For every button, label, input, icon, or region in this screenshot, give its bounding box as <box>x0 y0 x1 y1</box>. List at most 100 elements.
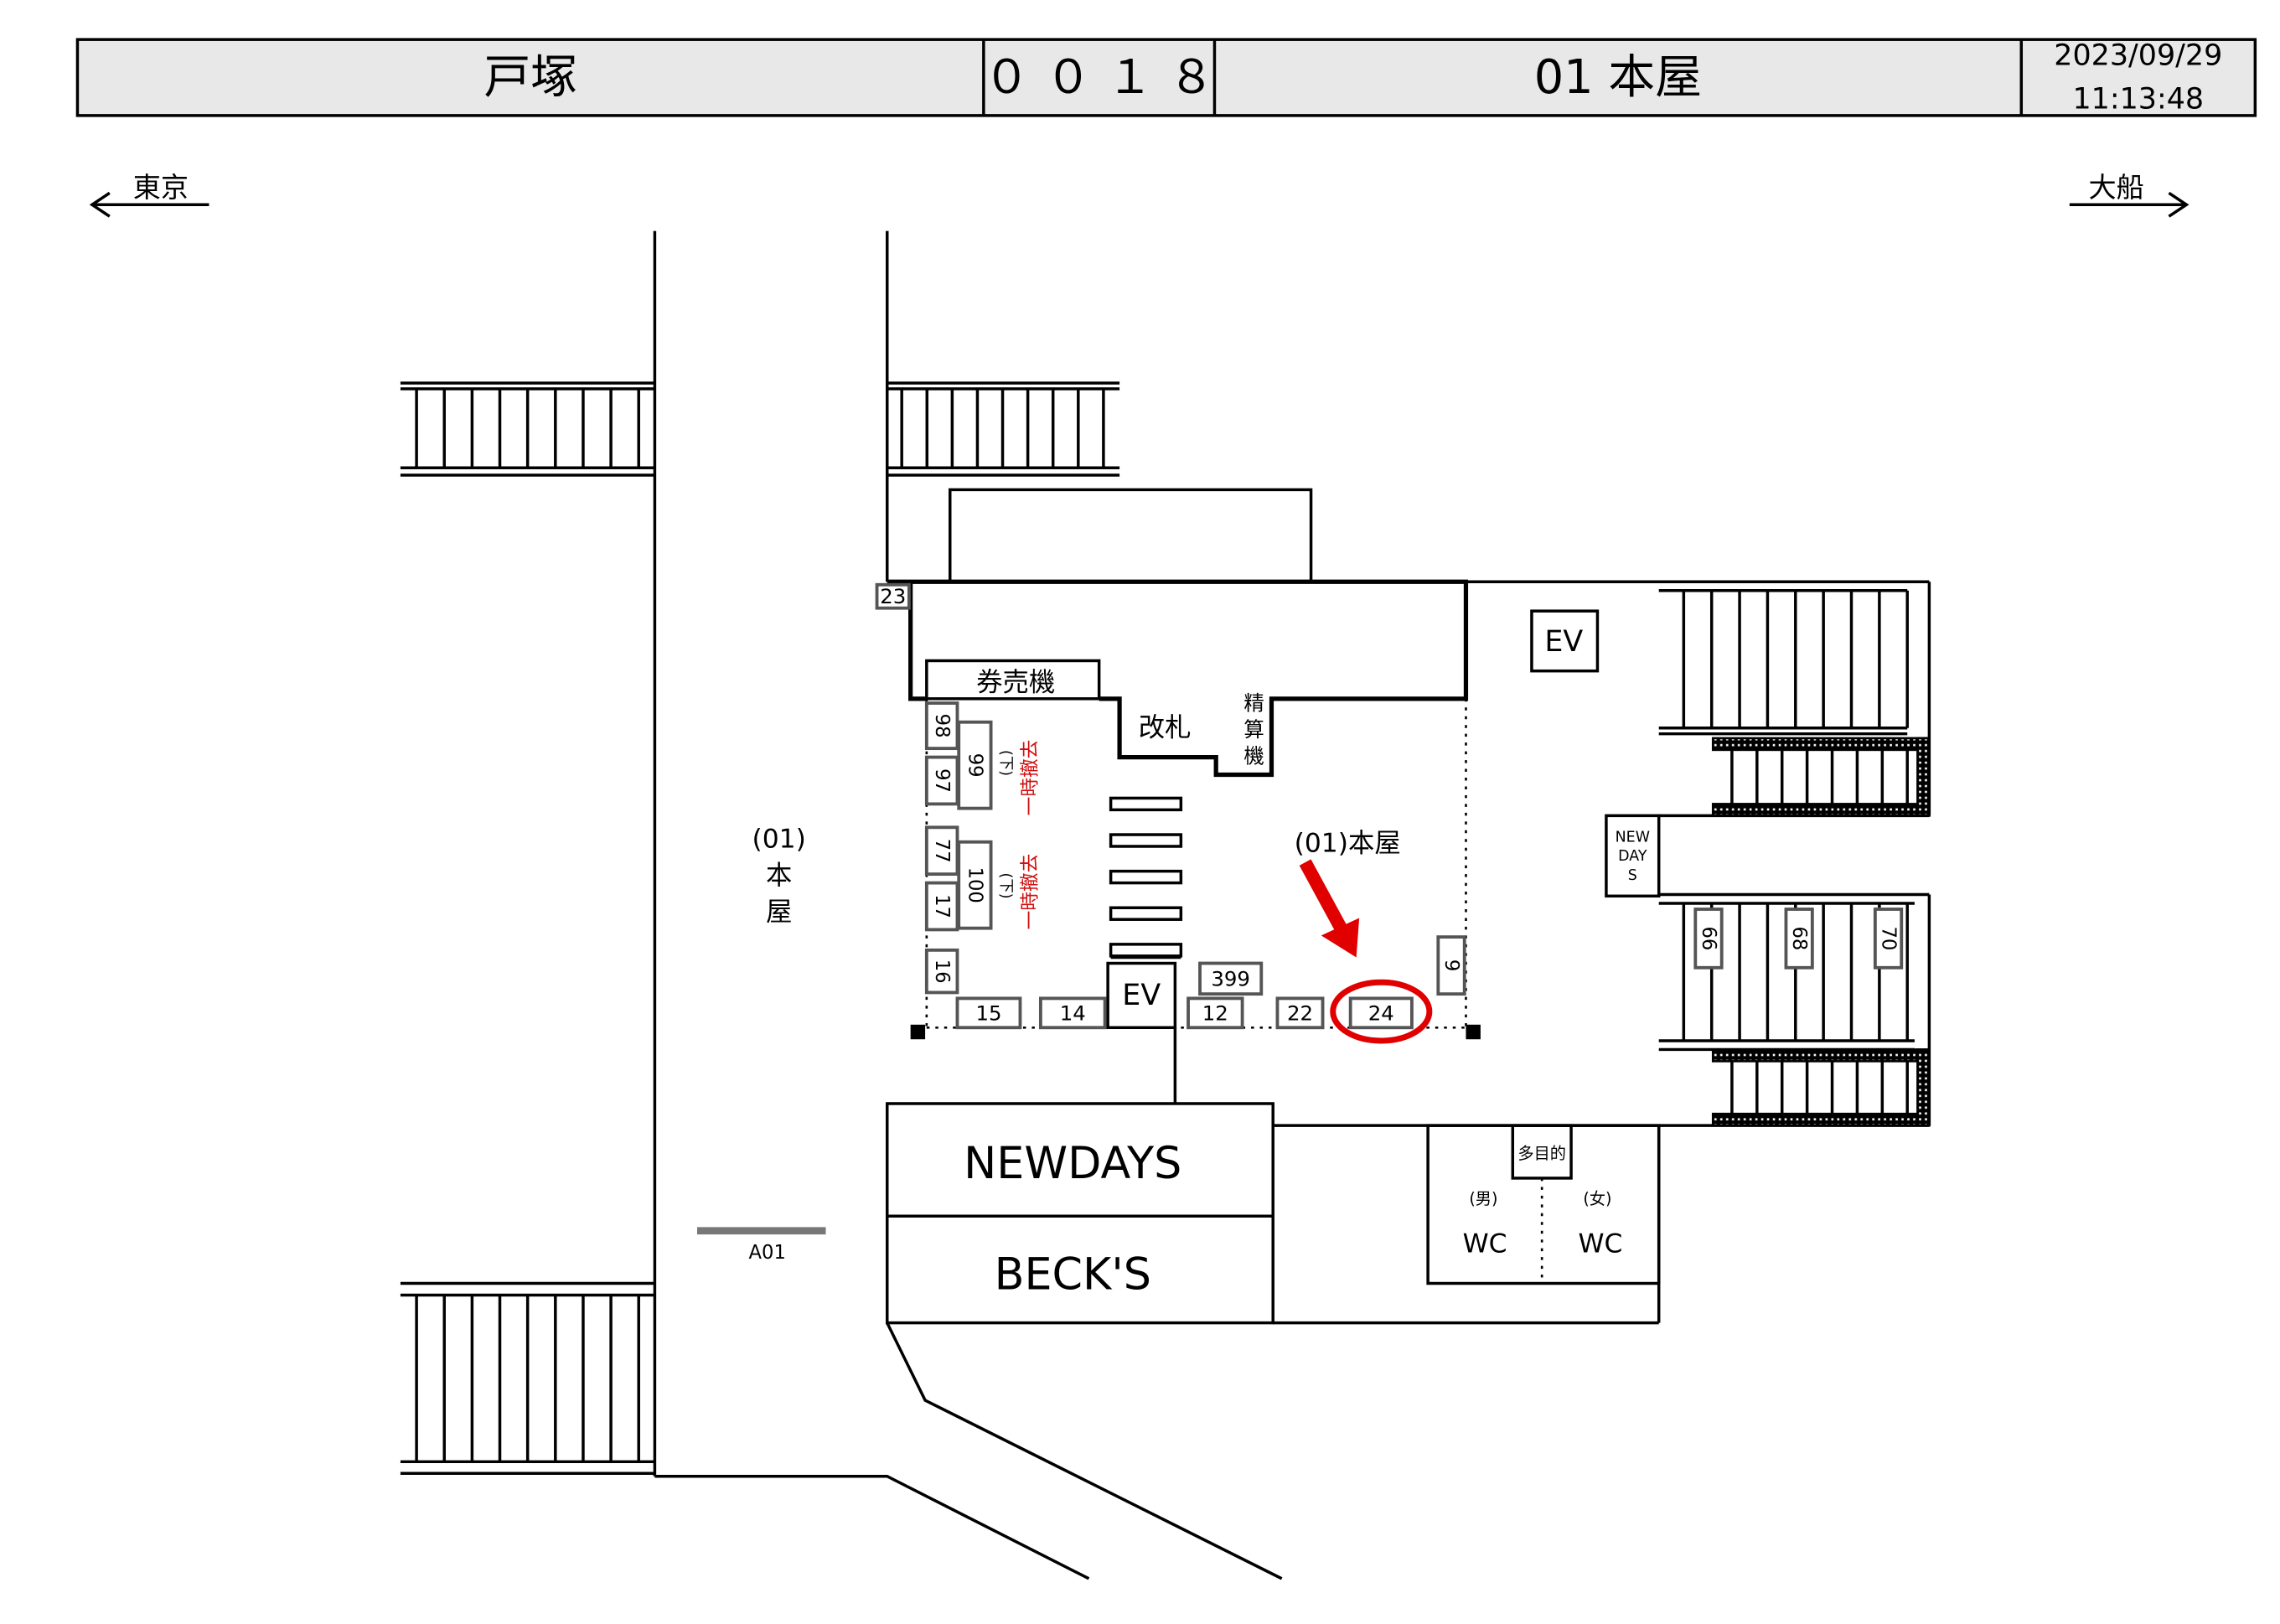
header-bar: 戸塚 ０ ０ １ ８ 01 本屋 2023/09/29 11:13:48 <box>75 38 2257 117</box>
ad-board-99[interactable]: 99 <box>957 720 993 810</box>
shop-becks: BECK'S <box>995 1249 1151 1301</box>
ad-board-frame <box>1693 908 1724 970</box>
ad-board-399[interactable]: 399 <box>1198 961 1264 996</box>
ad-board-label: 12 <box>1202 1001 1228 1025</box>
kiosk-label: S <box>1628 867 1637 884</box>
pillar-marker <box>1466 1024 1481 1040</box>
fare-adjust-label: 算 <box>1243 717 1264 742</box>
ad-board-9[interactable]: 9 <box>1436 935 1466 996</box>
ad-board-frame <box>957 840 993 930</box>
wc-women-tag: (女) <box>1583 1189 1611 1208</box>
direction-right: 大船 <box>2069 171 2190 218</box>
ad-board-23[interactable]: 23 <box>875 582 911 610</box>
staircase <box>400 1281 655 1476</box>
ad-board-label: 15 <box>975 1001 1001 1025</box>
kiosk-label: NEW <box>1616 830 1650 846</box>
ad-board-label: 24 <box>1368 1001 1394 1025</box>
building-label: (01)本屋 <box>1295 829 1401 859</box>
ad-board-77[interactable]: 77 <box>924 825 959 877</box>
building-vertical-label: 本 <box>766 861 792 891</box>
ad-board-frame <box>955 996 1022 1030</box>
tactile-paving <box>1711 1048 1931 1063</box>
platform-marker-label: A01 <box>749 1242 786 1264</box>
arrow-right-icon <box>2168 191 2190 218</box>
ad-board-label: 99 <box>964 753 985 778</box>
ad-board-label: 9 <box>1440 959 1462 971</box>
highlight-circle <box>1330 979 1433 1044</box>
kiosk-label: DAY <box>1618 848 1647 865</box>
ad-board-frame <box>1198 961 1264 996</box>
shop-block: NEWDAYS BECK'S <box>886 1102 1274 1325</box>
ad-board-16[interactable]: 16 <box>924 948 959 995</box>
ad-board-label: 22 <box>1287 1001 1313 1025</box>
benches <box>1109 796 1183 958</box>
ad-board-17[interactable]: 17 <box>924 881 959 932</box>
elevator-main <box>1106 961 1177 1030</box>
ad-board-frame <box>1784 908 1814 970</box>
ad-board-24[interactable]: 24 <box>1348 996 1414 1030</box>
direction-right-label: 大船 <box>2089 171 2144 204</box>
ticket-machine <box>925 659 1101 701</box>
removed-note: 一時撤去 <box>1020 854 1042 930</box>
tactile-paving <box>1711 1112 1931 1127</box>
tactile-paving <box>1916 1048 1931 1127</box>
newdays-kiosk <box>1605 814 1661 898</box>
tactile-paving <box>1916 737 1931 817</box>
staircase <box>887 381 1120 477</box>
ad-board-100[interactable]: 100 <box>957 840 993 930</box>
highlight-arrowhead-icon <box>1321 918 1360 958</box>
ad-board-frame <box>1038 996 1107 1030</box>
ad-board-label: 17 <box>931 894 953 918</box>
stairs <box>400 381 1931 1476</box>
staircase <box>1730 748 1909 804</box>
station-code: ０ ０ １ ８ <box>983 50 1214 105</box>
ad-board-label: 399 <box>1211 966 1250 990</box>
ad-board-label: 66 <box>1698 926 1719 950</box>
ad-board-15[interactable]: 15 <box>955 996 1022 1030</box>
pillar-marker <box>910 1024 926 1040</box>
staircase <box>1730 1061 1909 1115</box>
ticket-machine-label: 券売機 <box>976 668 1055 698</box>
ad-board-98[interactable]: 98 <box>924 701 959 751</box>
shop-newdays: NEWDAYS <box>964 1138 1181 1189</box>
ad-board-66[interactable]: 66 <box>1693 908 1724 970</box>
ad-board-frame <box>1275 996 1325 1030</box>
ad-board-label: 16 <box>931 959 953 984</box>
bench <box>1109 869 1183 885</box>
gate-label: 改札 <box>1139 713 1192 743</box>
ad-board-label: 97 <box>931 768 953 793</box>
ad-board-label: 77 <box>931 839 953 863</box>
direction-left-label: 東京 <box>133 171 189 204</box>
direction-left: 東京 <box>89 171 209 218</box>
ad-board-12[interactable]: 12 <box>1187 996 1244 1030</box>
ad-board-97[interactable]: 97 <box>924 755 959 806</box>
ad-board-22[interactable]: 22 <box>1275 996 1325 1030</box>
removed-note: 一時撤去 <box>1020 740 1042 816</box>
ad-board-frame <box>957 720 993 810</box>
elevator-right <box>1530 609 1600 673</box>
bench <box>1109 906 1183 921</box>
building-vertical-label: 屋 <box>766 897 792 927</box>
ad-board-70[interactable]: 70 <box>1873 908 1904 970</box>
ad-board-68[interactable]: 68 <box>1784 908 1814 970</box>
ad-board-label: 14 <box>1060 1001 1086 1025</box>
fare-adjust-label: 機 <box>1243 743 1264 768</box>
ad-board-14[interactable]: 14 <box>1038 996 1107 1030</box>
multipurpose-restroom: 多目的 <box>1517 1144 1566 1163</box>
arrow-left-icon <box>89 191 111 218</box>
ad-board-label: 68 <box>1788 926 1810 950</box>
ad-board-frame <box>875 582 911 610</box>
building-name: 01 本屋 <box>1534 50 1702 105</box>
bench <box>1109 943 1183 958</box>
wc-women: WC <box>1578 1228 1622 1259</box>
highlight-arrow-icon <box>1299 859 1348 934</box>
building-vertical-label: (01) <box>752 824 805 854</box>
ad-board-label: 70 <box>1878 926 1900 950</box>
ad-board-frame <box>924 701 959 751</box>
highlight-marker <box>1299 859 1433 1044</box>
tactile-paving <box>1711 737 1931 752</box>
elevator-right-label: EV <box>1544 625 1583 659</box>
ad-board-frame <box>924 825 959 877</box>
